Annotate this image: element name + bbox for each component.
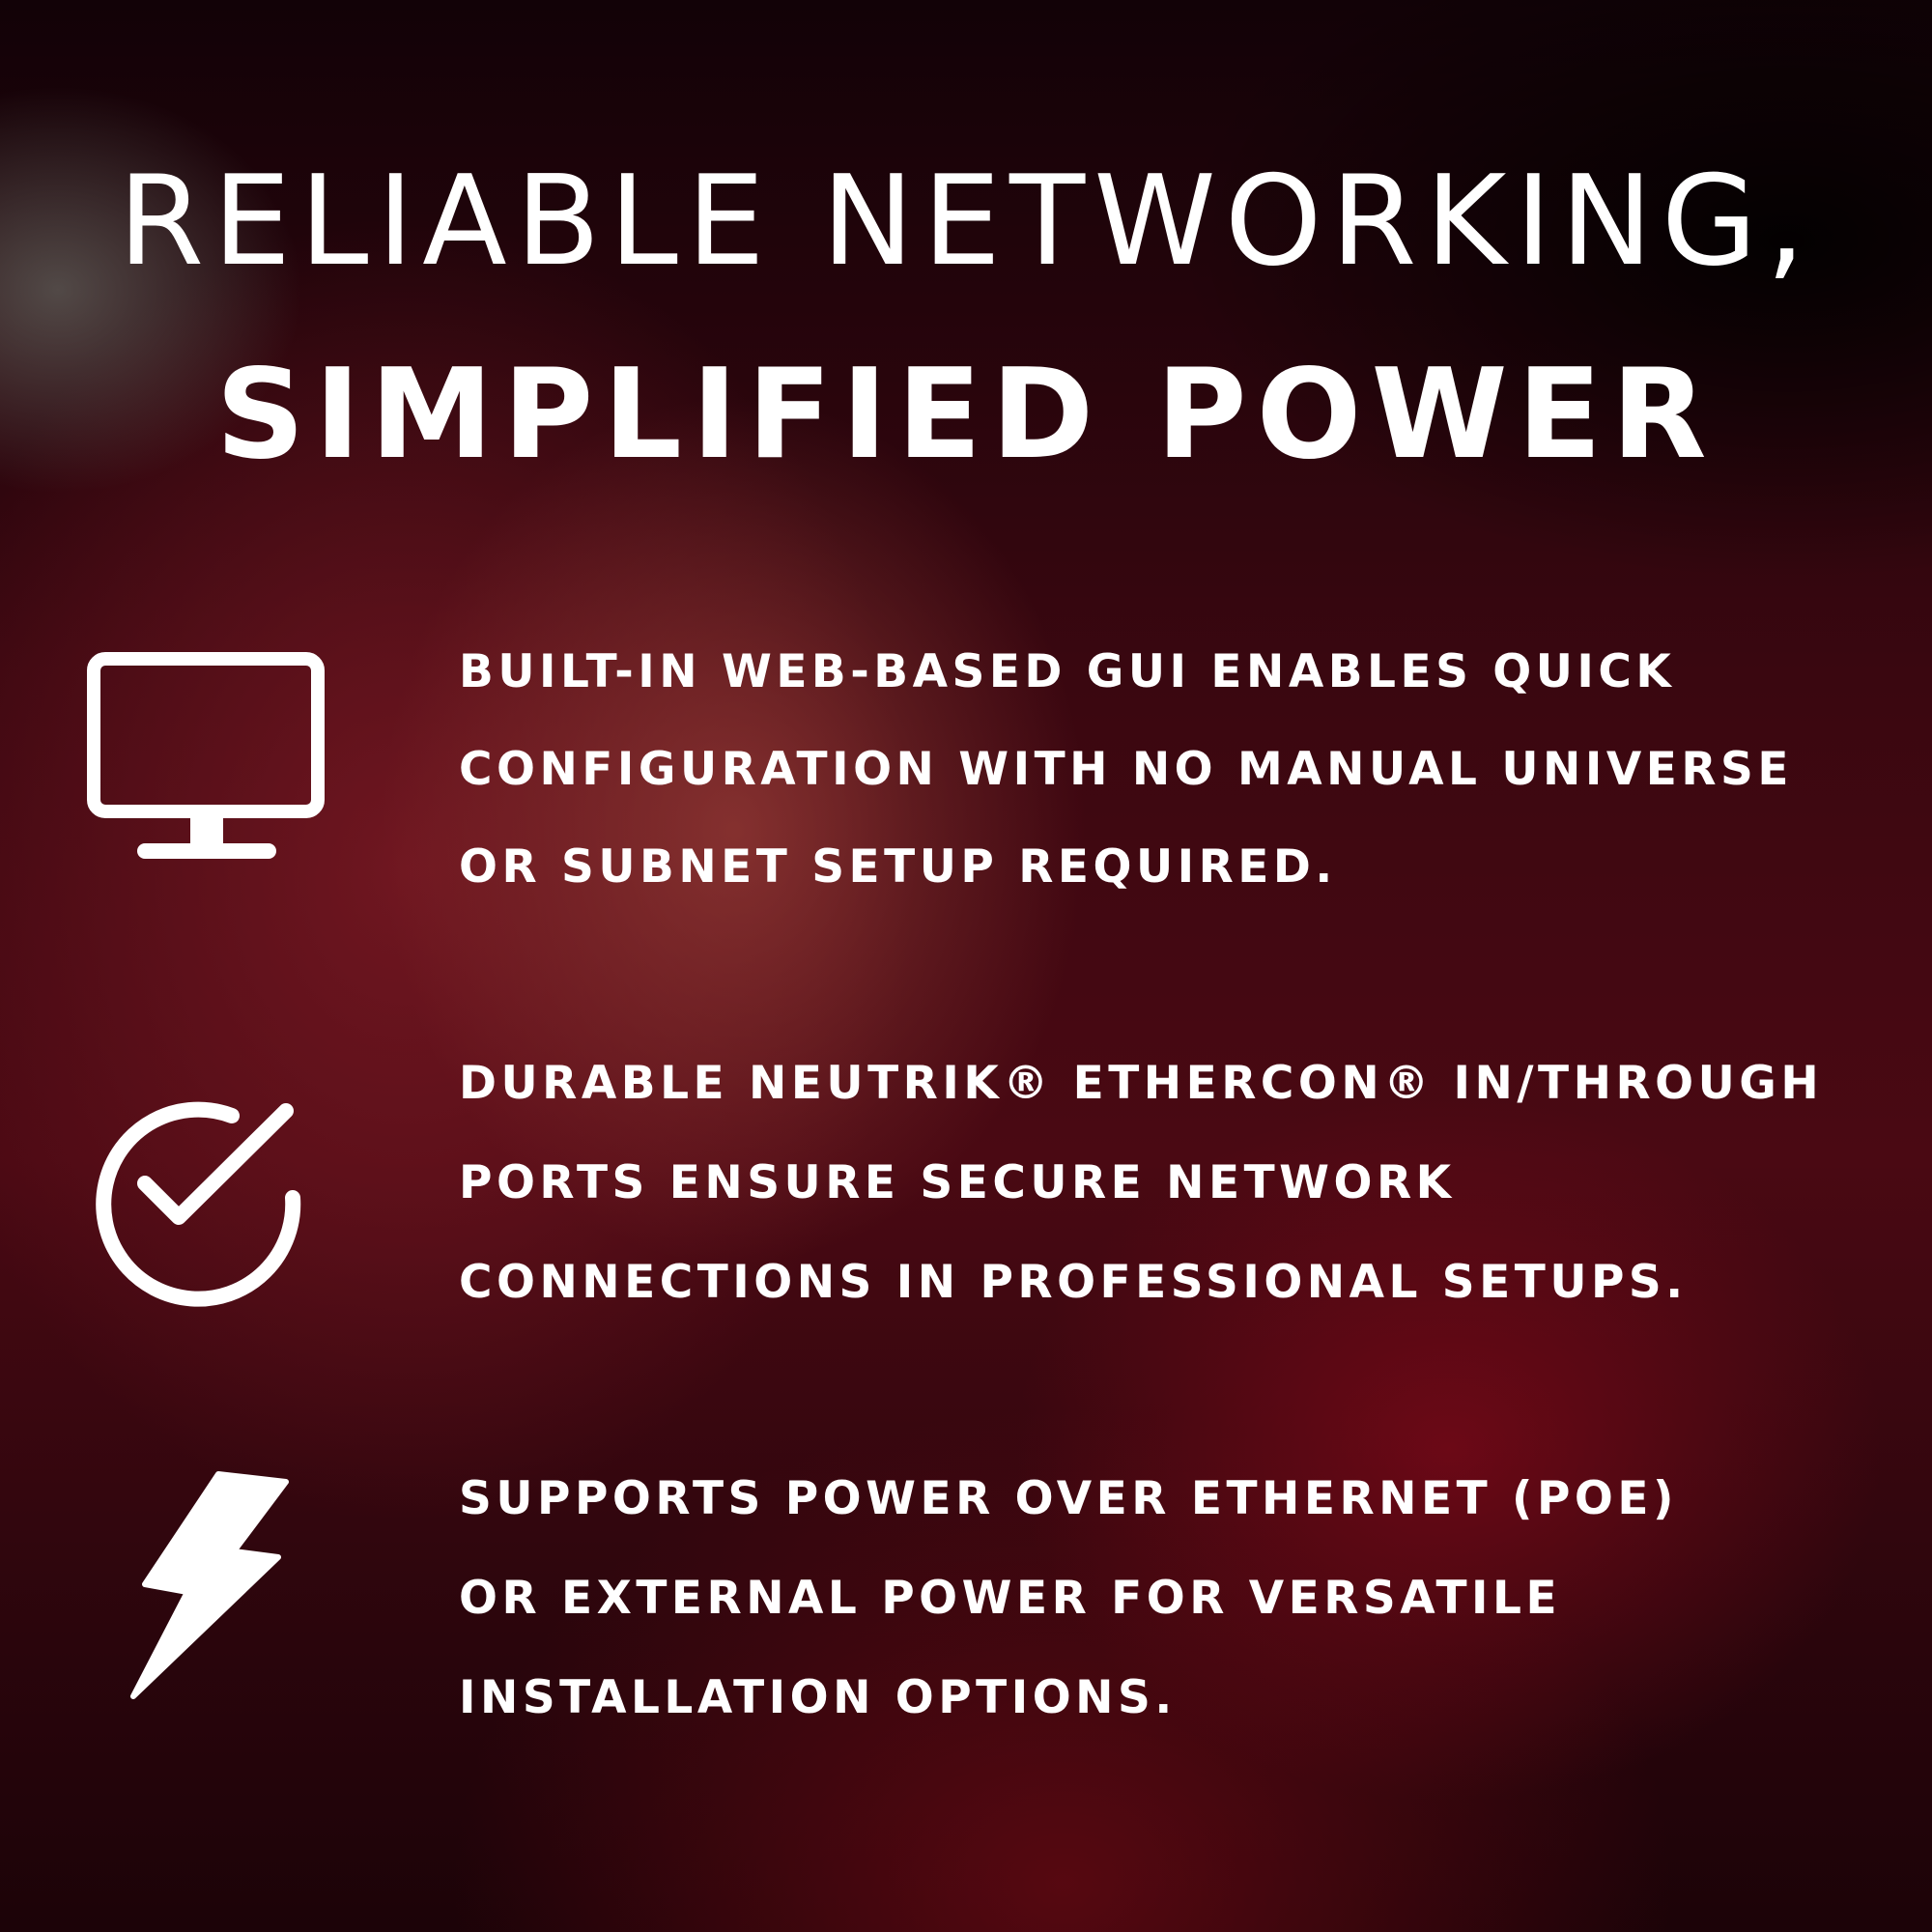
feature-text: DURABLE NEUTRIK® ETHERCON® IN/THROUGH PO… (459, 1034, 1889, 1332)
feature-line: OR EXTERNAL POWER FOR VERSATILE (459, 1572, 1562, 1625)
feature-line: DURABLE NEUTRIK® ETHERCON® IN/THROUGH (459, 1057, 1824, 1110)
feature-line: INSTALLATION OPTIONS. (459, 1671, 1177, 1724)
check-circle-icon (96, 1101, 301, 1307)
title-line-1: RELIABLE NETWORKING, (118, 150, 1814, 294)
feature-text: SUPPORTS POWER OVER ETHERNET (POE) OR EX… (459, 1449, 1889, 1747)
title-line-2: SIMPLIFIED POWER (215, 343, 1717, 487)
feature-line: CONFIGURATION WITH NO MANUAL UNIVERSE (459, 743, 1793, 796)
feature-line: BUILT-IN WEB-BASED GUI ENABLES QUICK (459, 645, 1676, 698)
feature-line: SUPPORTS POWER OVER ETHERNET (POE) (459, 1472, 1678, 1525)
feature-text: BUILT-IN WEB-BASED GUI ENABLES QUICK CON… (459, 623, 1889, 916)
feature-line: PORTS ENSURE SECURE NETWORK (459, 1156, 1456, 1209)
monitor-icon (87, 652, 325, 859)
page-title: RELIABLE NETWORKING, SIMPLIFIED POWER (0, 126, 1932, 512)
lightning-bolt-icon (130, 1471, 289, 1699)
feature-line: CONNECTIONS IN PROFESSIONAL SETUPS. (459, 1256, 1688, 1309)
feature-line: OR SUBNET SETUP REQUIRED. (459, 840, 1337, 894)
